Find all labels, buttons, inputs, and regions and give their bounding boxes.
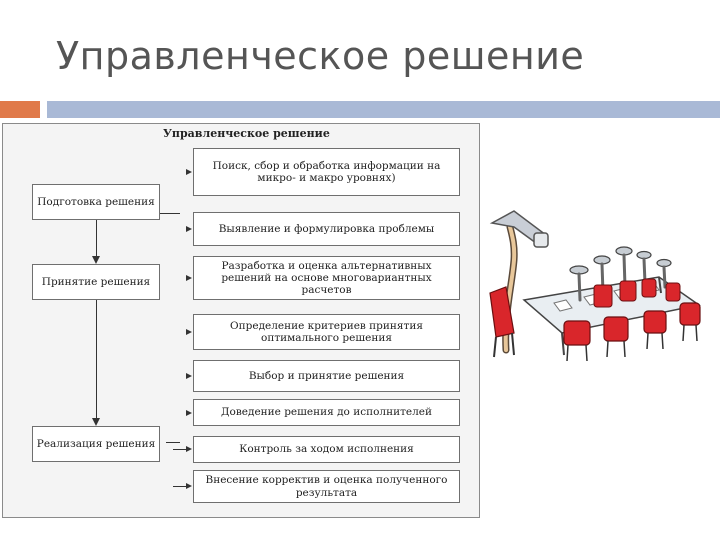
- step-control-execution: Контроль за ходом исполнения: [193, 436, 460, 463]
- process-diagram: Управленческое решение Подготовка решени…: [2, 123, 480, 518]
- step-define-criteria: Определение критериев принятия оптимальн…: [193, 314, 460, 350]
- arrow-down-icon: [92, 418, 100, 426]
- arrow-right-icon: [186, 329, 192, 335]
- stage-adoption: Принятие решения: [32, 264, 160, 300]
- accent-bar-orange: [0, 101, 40, 118]
- arrow-right-icon: [186, 226, 192, 232]
- arrow-right-icon: [186, 169, 192, 175]
- connector-line: [96, 220, 97, 256]
- accent-bar-blue: [47, 101, 720, 118]
- connector-line: [166, 442, 180, 443]
- stage-implementation: Реализация решения: [32, 426, 160, 462]
- arrow-right-icon: [186, 410, 192, 416]
- arrow-down-icon: [92, 256, 100, 264]
- diagram-title: Управленческое решение: [163, 127, 330, 140]
- step-communicate-decision: Доведение решения до исполнителей: [193, 399, 460, 426]
- meeting-table-illustration: [489, 210, 701, 362]
- arrow-right-icon: [186, 373, 192, 379]
- connector-line: [160, 213, 180, 214]
- stage-preparation: Подготовка решения: [32, 184, 160, 220]
- connector-line: [173, 486, 187, 487]
- connector-line: [173, 449, 187, 450]
- arrow-right-icon: [186, 446, 192, 452]
- connector-line: [96, 300, 97, 418]
- slide-title: Управленческое решение: [56, 34, 585, 78]
- step-identify-problem: Выявление и формулировка проблемы: [193, 212, 460, 246]
- step-develop-alternatives: Разработка и оценка альтернативных решен…: [193, 256, 460, 300]
- arrow-right-icon: [186, 275, 192, 281]
- step-corrections-evaluation: Внесение корректив и оценка полученного …: [193, 470, 460, 503]
- step-search-collect: Поиск, сбор и обработка информации на ми…: [193, 148, 460, 196]
- step-choose-decision: Выбор и принятие решения: [193, 360, 460, 392]
- arrow-right-icon: [186, 483, 192, 489]
